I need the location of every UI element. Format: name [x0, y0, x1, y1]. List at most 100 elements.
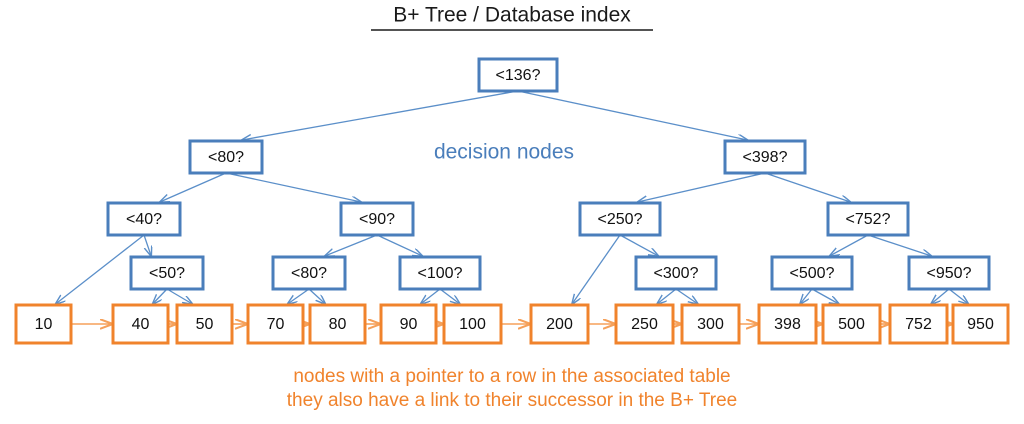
leaf-node-label: 500: [838, 316, 865, 333]
leaf-node-500[interactable]: 500: [821, 303, 882, 345]
leaf-node-box[interactable]: [175, 303, 234, 345]
decision-node-label: <136?: [496, 67, 541, 84]
leaf-node-label: 300: [697, 316, 724, 333]
tree-edge: [421, 288, 441, 304]
decision-node-752[interactable]: <752?: [826, 201, 910, 237]
decision-node-398[interactable]: <398?: [723, 139, 807, 175]
leaf-node-box[interactable]: [442, 303, 503, 345]
leaf-caption-line-2: they also have a link to their successor…: [287, 390, 737, 411]
leaf-node-box[interactable]: [14, 303, 73, 345]
tree-edge: [153, 288, 168, 304]
leaf-node-300[interactable]: 300: [680, 303, 741, 345]
decision-node-90[interactable]: <90?: [339, 201, 415, 237]
tree-edge: [376, 234, 422, 256]
leaf-node-box[interactable]: [111, 303, 170, 345]
decision-node-950[interactable]: <950?: [907, 255, 991, 291]
leaf-node-box[interactable]: [308, 303, 367, 345]
decision-node-80[interactable]: <80?: [188, 139, 264, 175]
leaf-node-80[interactable]: 80: [308, 303, 367, 345]
tree-edge: [657, 288, 677, 304]
tree-edge: [811, 288, 839, 304]
decision-node-label: <100?: [418, 265, 463, 282]
decision-node-80[interactable]: <80?: [271, 255, 347, 291]
decision-node-box[interactable]: [339, 201, 415, 237]
leaf-node-box[interactable]: [246, 303, 305, 345]
leaf-node-box[interactable]: [614, 303, 675, 345]
leaf-node-box[interactable]: [821, 303, 882, 345]
tree-edge: [675, 288, 698, 304]
leaf-node-label: 100: [459, 316, 486, 333]
leaf-node-box[interactable]: [529, 303, 590, 345]
decision-node-box[interactable]: [826, 201, 910, 237]
decision-node-300[interactable]: <300?: [634, 255, 718, 291]
node-layer: <136? <80? <398? <40? <90? <250? <752? <50? <80?…: [14, 57, 1010, 345]
decision-node-box[interactable]: [634, 255, 718, 291]
leaf-caption-line-1: nodes with a pointer to a row in the ass…: [293, 366, 730, 387]
decision-node-label: <950?: [927, 265, 972, 282]
decision-node-50[interactable]: <50?: [129, 255, 205, 291]
tree-edge: [572, 234, 621, 304]
leaf-node-box[interactable]: [951, 303, 1010, 345]
decision-node-label: <80?: [208, 149, 244, 166]
decision-node-box[interactable]: [106, 201, 182, 237]
decision-node-box[interactable]: [907, 255, 991, 291]
leaf-node-10[interactable]: 10: [14, 303, 73, 345]
leaf-node-label: 752: [905, 316, 932, 333]
leaf-node-box[interactable]: [379, 303, 438, 345]
decision-node-label: <250?: [598, 211, 643, 228]
tree-edge: [160, 172, 227, 202]
tree-edge: [517, 90, 747, 140]
leaf-node-label: 250: [631, 316, 658, 333]
decision-node-label: <80?: [291, 265, 327, 282]
leaf-node-70[interactable]: 70: [246, 303, 305, 345]
leaf-node-40[interactable]: 40: [111, 303, 170, 345]
tree-edge: [242, 90, 519, 140]
leaf-node-90[interactable]: 90: [379, 303, 438, 345]
decision-node-136[interactable]: <136?: [477, 57, 559, 93]
decision-node-500[interactable]: <500?: [770, 255, 854, 291]
decision-node-box[interactable]: [477, 57, 559, 93]
decision-node-box[interactable]: [129, 255, 205, 291]
tree-edge: [225, 172, 361, 202]
decision-node-box[interactable]: [578, 201, 662, 237]
leaf-node-label: 10: [35, 316, 53, 333]
leaf-node-label: 200: [546, 316, 573, 333]
decision-node-label: <398?: [743, 149, 788, 166]
leaf-node-50[interactable]: 50: [175, 303, 234, 345]
tree-edge: [56, 234, 145, 304]
decision-node-40[interactable]: <40?: [106, 201, 182, 237]
leaf-node-950[interactable]: 950: [951, 303, 1010, 345]
decision-node-label: <300?: [654, 265, 699, 282]
leaf-node-398[interactable]: 398: [757, 303, 818, 345]
decision-node-label: <752?: [846, 211, 891, 228]
leaf-node-box[interactable]: [888, 303, 949, 345]
tree-edge: [439, 288, 460, 304]
decision-node-label: <50?: [149, 265, 185, 282]
tree-edge: [830, 234, 869, 256]
leaf-node-label: 50: [196, 316, 214, 333]
leaf-node-box[interactable]: [757, 303, 818, 345]
decision-node-100[interactable]: <100?: [398, 255, 482, 291]
leaf-node-100[interactable]: 100: [442, 303, 503, 345]
leaf-node-200[interactable]: 200: [529, 303, 590, 345]
decision-node-box[interactable]: [723, 139, 807, 175]
decision-nodes-annotation: decision nodes: [434, 141, 574, 164]
tree-edge: [308, 288, 325, 304]
decision-node-label: <500?: [790, 265, 835, 282]
decision-node-box[interactable]: [770, 255, 854, 291]
leaf-node-label: 80: [329, 316, 347, 333]
decision-node-box[interactable]: [271, 255, 347, 291]
leaf-node-label: 70: [267, 316, 285, 333]
tree-edge: [931, 288, 950, 304]
leaf-node-752[interactable]: 752: [888, 303, 949, 345]
leaf-node-box[interactable]: [680, 303, 741, 345]
tree-edge: [764, 172, 850, 202]
tree-edge: [288, 288, 310, 304]
decision-node-box[interactable]: [188, 139, 264, 175]
leaf-node-250[interactable]: 250: [614, 303, 675, 345]
decision-node-label: <90?: [359, 211, 395, 228]
decision-node-box[interactable]: [398, 255, 482, 291]
decision-node-250[interactable]: <250?: [578, 201, 662, 237]
